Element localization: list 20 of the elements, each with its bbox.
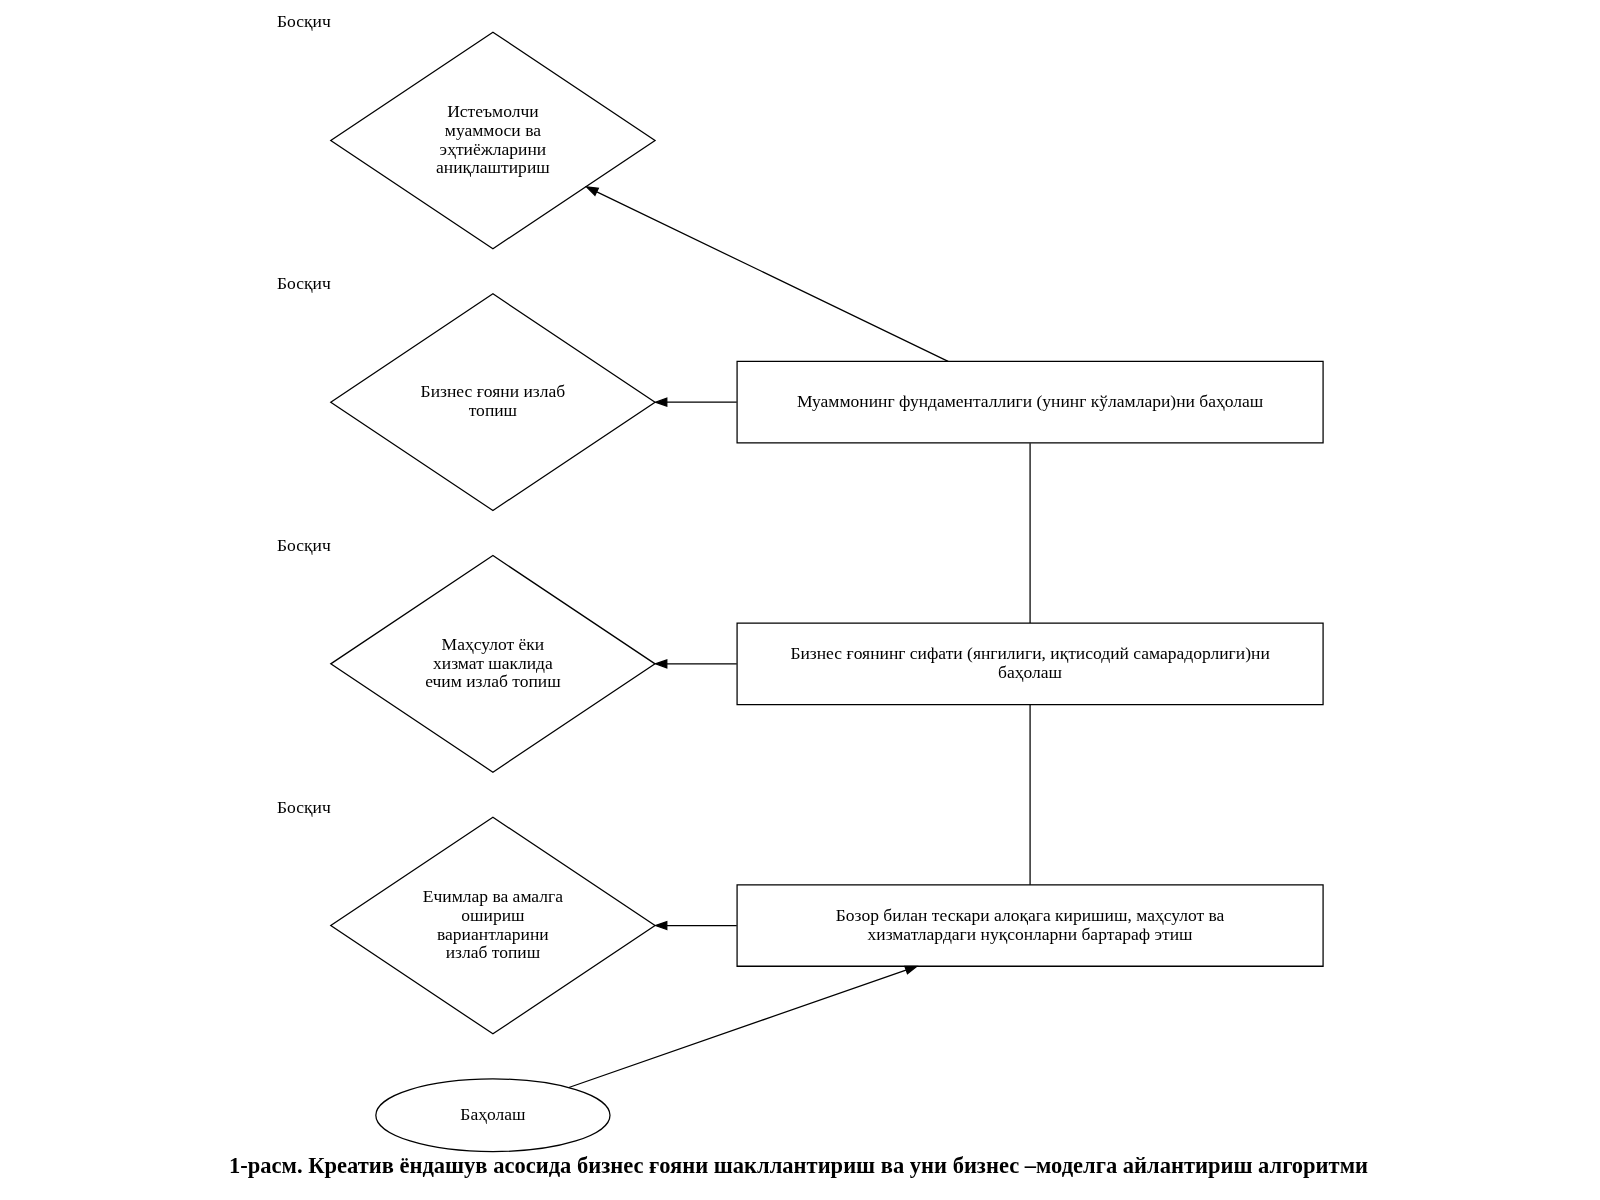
- node-diamond: Ечимлар ва амалга ошириш вариантларини излаб топиш: [329, 816, 657, 1035]
- arrow: [653, 659, 738, 669]
- arrow: [653, 397, 738, 407]
- node-box: Бизнес ғоянинг сифати (янгилиги, иқтисодий самарадорлиги)ни баҳолаш: [736, 622, 1324, 706]
- node-diamond: Истеъмолчи муаммоси ва эҳтиёжларини аниқлаштириш: [329, 31, 657, 250]
- node-label: Босқич: [276, 534, 331, 555]
- connector: [1029, 442, 1031, 624]
- node-label: Босқич: [276, 796, 331, 817]
- node-label: Босқич: [276, 273, 331, 294]
- node-box: Муаммонинг фундаменталлиги (унинг кўламлари)ни баҳолаш: [736, 360, 1324, 444]
- connector: [1029, 704, 1031, 886]
- arrow: [568, 965, 919, 1089]
- node-diamond: Бизнес ғояни излаб топиш: [329, 293, 657, 512]
- arrow: [653, 920, 738, 931]
- caption: 1-расм. Креатив ёндашув асосида бизнес ғояни шакллантириш ва уни бизнес –моделга айлантириш алгоритми: [229, 1153, 1368, 1179]
- node-box: Бозор билан тескари алоқага киришиш, маҳсулот ва хизматлардаги нуқсонларни бартараф этиш: [736, 884, 1324, 967]
- arrow: [584, 186, 949, 362]
- node-diamond: Маҳсулот ёки хизмат шаклида ечим излаб топиш: [329, 554, 657, 773]
- node-ellipse: Баҳолаш: [375, 1078, 611, 1153]
- node-label: Босқич: [276, 11, 331, 32]
